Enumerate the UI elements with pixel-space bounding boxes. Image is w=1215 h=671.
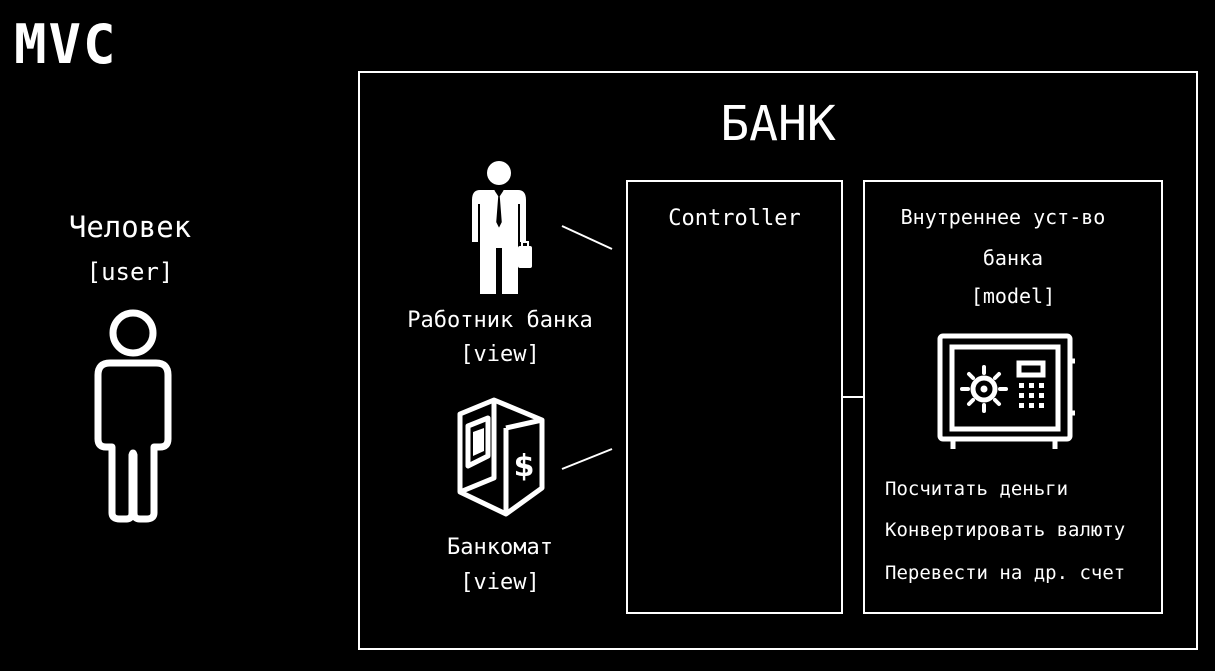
connector-atm-controller bbox=[561, 448, 613, 470]
controller-label: Controller bbox=[668, 206, 801, 231]
atm-dollar-symbol: $ bbox=[514, 449, 535, 484]
bank-boundary bbox=[358, 71, 1198, 650]
worker-view-label: Работник банка bbox=[407, 308, 593, 333]
safe-icon bbox=[937, 333, 1075, 449]
controller-box bbox=[626, 180, 843, 614]
page-title: MVC bbox=[14, 13, 118, 76]
bank-title: БАНК bbox=[720, 96, 836, 152]
model-title-line1: Внутреннее уст-во bbox=[900, 205, 1106, 229]
model-box bbox=[863, 180, 1163, 614]
model-tag: [model] bbox=[970, 284, 1056, 308]
model-action-transfer: Перевести на др. счет bbox=[885, 562, 1126, 584]
model-title-line2: банка bbox=[982, 246, 1044, 270]
worker-view-tag: [view] bbox=[460, 342, 540, 367]
model-action-convert-currency: Конвертировать валюту bbox=[885, 519, 1126, 541]
atm-view-tag: [view] bbox=[460, 570, 540, 595]
atm-icon: $ bbox=[457, 397, 545, 517]
businessman-icon bbox=[472, 161, 532, 294]
connector-worker-controller bbox=[561, 225, 613, 250]
person-outline-icon bbox=[94, 309, 172, 523]
atm-view-label: Банкомат bbox=[447, 535, 553, 560]
user-tag: [user] bbox=[86, 258, 174, 286]
model-action-count-money: Посчитать деньги bbox=[885, 478, 1069, 500]
user-label: Человек bbox=[68, 210, 192, 244]
